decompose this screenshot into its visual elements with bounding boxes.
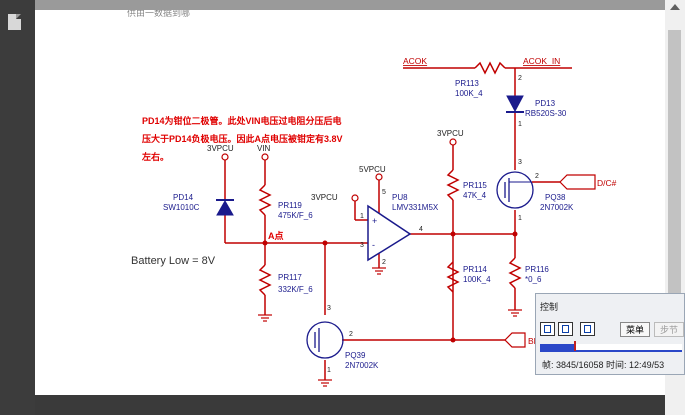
net-acok: ACOK: [403, 56, 427, 66]
top-strip: [35, 0, 665, 10]
pu8-val: LMV331M5X: [392, 203, 439, 212]
battery-note: Battery Low = 8V: [131, 255, 216, 267]
pr113-val: 100K_4: [455, 89, 483, 98]
pr116-ref: PR116: [525, 265, 549, 274]
pr115-val: 47K_4: [463, 191, 487, 200]
window-icon-1[interactable]: [540, 322, 555, 336]
svg-text:2: 2: [382, 259, 386, 266]
document-icon[interactable]: [8, 14, 21, 30]
pd13-val: RB520S-30: [525, 109, 567, 118]
progress-track[interactable]: [540, 341, 682, 352]
scroll-up-icon[interactable]: [670, 4, 680, 10]
frame-time-status: 帧: 3845/16058 时间: 12:49/53: [542, 360, 665, 370]
pu8-ref: PU8: [392, 193, 408, 202]
pd13-ref: PD13: [535, 99, 556, 108]
svg-text:-: -: [372, 240, 375, 250]
svg-text:1: 1: [518, 215, 522, 222]
pr117-val: 332K/F_6: [278, 285, 313, 294]
net-3vpcu-1: 3VPCU: [207, 144, 234, 153]
pr119-val: 475K/F_6: [278, 211, 313, 220]
pr115-ref: PR115: [463, 181, 487, 190]
window-icon-3[interactable]: [580, 322, 595, 336]
svg-text:+: +: [372, 216, 377, 226]
scroll-thumb[interactable]: [668, 30, 681, 330]
net-3vpcu-op: 3VPCU: [311, 193, 338, 202]
step-button[interactable]: 步节: [654, 322, 684, 337]
svg-text:4: 4: [419, 226, 423, 233]
net-dc: D/C#: [597, 178, 617, 188]
annotation-line-3: 左右。: [141, 151, 169, 162]
pq39-ref: PQ39: [345, 351, 366, 360]
bottom-strip: [35, 395, 665, 415]
pr117-ref: PR117: [278, 273, 302, 282]
control-panel-title: 控制: [540, 302, 559, 312]
svg-text:1: 1: [360, 213, 364, 220]
pd14-ref: PD14: [173, 193, 194, 202]
net-3vpcu-r: 3VPCU: [437, 129, 464, 138]
svg-text:2: 2: [349, 331, 353, 338]
svg-text:2: 2: [535, 173, 539, 180]
progress-knob[interactable]: [574, 341, 577, 351]
pr119-ref: PR119: [278, 201, 302, 210]
menu-button[interactable]: 菜单: [620, 322, 650, 337]
schematic-diagram: + -: [131, 56, 617, 387]
page-top-text: 供由一数据到哪: [127, 10, 191, 18]
point-a: A点: [268, 230, 284, 241]
left-toolbar: [0, 0, 35, 415]
progress-fill: [540, 344, 575, 350]
svg-text:3: 3: [327, 305, 331, 312]
svg-text:1: 1: [518, 121, 522, 128]
pq38-ref: PQ38: [545, 193, 566, 202]
svg-text:3: 3: [360, 242, 364, 249]
svg-text:3: 3: [518, 159, 522, 166]
pd14-val: SW1010C: [163, 203, 200, 212]
net-bl: BL: [528, 336, 539, 346]
net-acok-in: ACOK_IN: [523, 56, 560, 66]
pq39-val: 2N7002K: [345, 361, 379, 370]
pq38-val: 2N7002K: [540, 203, 574, 212]
net-vin: VIN: [257, 144, 271, 153]
pr114-val: 100K_4: [463, 275, 491, 284]
pr113-ref: PR113: [455, 79, 479, 88]
net-5vpcu: 5VPCU: [359, 165, 386, 174]
svg-text:5: 5: [382, 189, 386, 196]
pr116-val: *0_6: [525, 275, 542, 284]
annotation-line-2: 压大于PD14负极电压。因此A点电压被钳定有3.8V: [142, 133, 343, 144]
playback-control-panel: 控制 菜单 步节 帧: 3845/16058 时间: 12:49/53: [535, 293, 685, 375]
schematic-page: 供由一数据到哪: [35, 10, 665, 395]
svg-text:2: 2: [518, 75, 522, 82]
pr114-ref: PR114: [463, 265, 487, 274]
annotation-line-1: PD14为钳位二极管。此处VIN电压过电阻分压后电: [142, 115, 342, 126]
svg-text:1: 1: [327, 367, 331, 374]
window-icon-2[interactable]: [558, 322, 573, 336]
